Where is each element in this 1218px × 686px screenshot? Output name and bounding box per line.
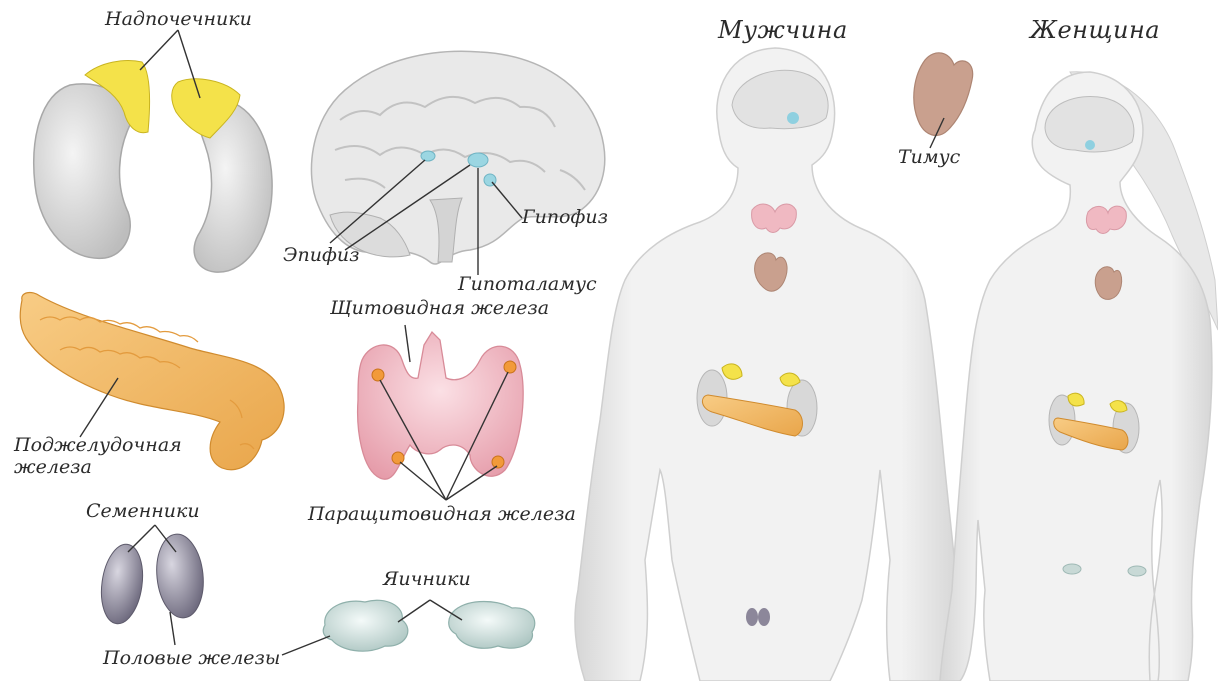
male-pituitary <box>787 112 799 124</box>
female-thymus <box>1095 267 1121 300</box>
testis-left <box>97 542 148 627</box>
label-testes: Семенники <box>86 502 200 522</box>
parathyroid-lower-left <box>392 452 404 464</box>
label-man: Мужчина <box>718 18 848 43</box>
label-adrenals: Надпочечники <box>105 10 252 30</box>
left-kidney <box>34 84 132 258</box>
label-parathyroid: Паращитовидная железа <box>308 505 576 525</box>
epiphysis-gland <box>421 151 435 161</box>
label-hypothalamus: Гипоталамус <box>458 275 597 295</box>
male-body <box>575 48 958 681</box>
thymus-illustration <box>914 53 973 148</box>
ovaries-illustration <box>282 600 535 655</box>
adrenal-pointer-left <box>140 30 178 70</box>
parathyroid-upper-left <box>372 369 384 381</box>
parathyroid-lower-right <box>492 456 504 468</box>
label-gonads: Половые железы <box>103 649 280 669</box>
male-testis-left <box>746 608 758 626</box>
label-pituitary: Гипофиз <box>522 208 608 228</box>
female-ovary-right <box>1128 566 1146 576</box>
label-thymus: Тимус <box>898 148 960 168</box>
ovary-right <box>449 602 535 649</box>
gonads-ovary-pointer <box>282 636 330 655</box>
label-ovaries: Яичники <box>383 570 471 590</box>
female-figure <box>940 72 1218 681</box>
brain-illustration <box>311 51 604 275</box>
hypothalamus-region <box>468 153 488 167</box>
gonads-pointer <box>170 612 175 645</box>
ovaries-pointer-left <box>398 600 430 622</box>
thyroid-pointer <box>405 325 410 362</box>
male-testis-right <box>758 608 770 626</box>
thymus-organ <box>914 53 973 136</box>
male-figure <box>575 48 958 681</box>
testis-right <box>153 532 208 620</box>
parathyroid-pointer-2 <box>400 462 446 500</box>
ovary-left <box>323 600 408 651</box>
testes-illustration <box>97 525 208 645</box>
label-pancreas-line2: железа <box>14 458 92 478</box>
label-thyroid: Щитовидная железа <box>330 299 549 319</box>
female-ovary-left <box>1063 564 1081 574</box>
testes-pointer-left <box>128 525 155 552</box>
parathyroid-upper-right <box>504 361 516 373</box>
adrenal-glands-illustration <box>34 30 272 272</box>
label-pancreas-line1: Поджелудочная <box>14 436 182 456</box>
label-epiphysis: Эпифиз <box>283 246 359 266</box>
thyroid-illustration <box>358 325 524 500</box>
female-pituitary <box>1085 140 1095 150</box>
label-woman: Женщина <box>1030 18 1160 43</box>
